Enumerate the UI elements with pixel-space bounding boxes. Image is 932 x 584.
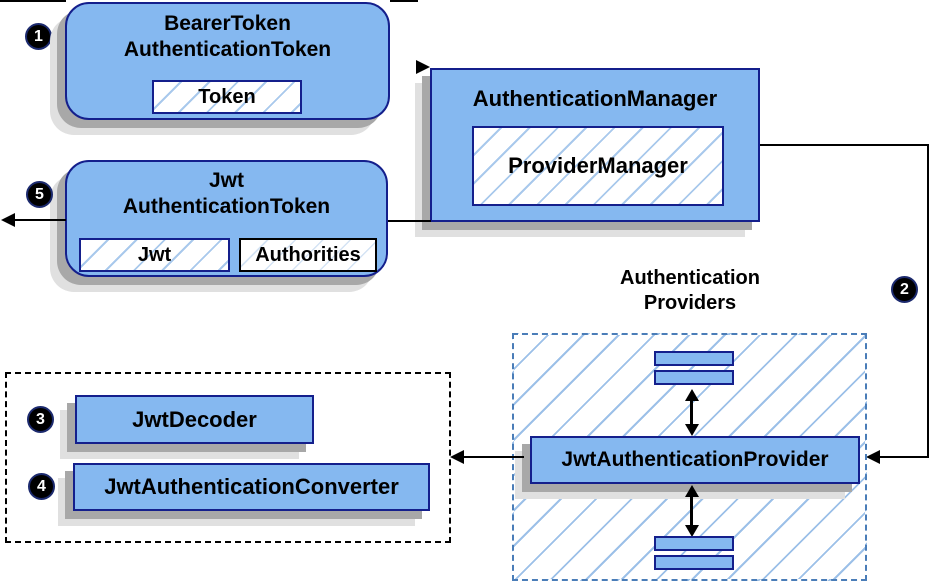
step-4-badge: 4	[28, 473, 55, 500]
jwt-authentication-converter-box: JwtAuthenticationConverter	[73, 463, 430, 511]
bearer-token-title: BearerToken AuthenticationToken	[67, 11, 388, 63]
provider-placeholder-bar	[654, 370, 734, 385]
outgoing-response-line	[14, 219, 66, 221]
provider-list-double-arrow-icon	[685, 389, 699, 436]
manager-to-provider-line-bottom	[879, 456, 929, 458]
jwt-chip: Jwt	[79, 238, 230, 272]
bearer-token-title-line1: BearerToken	[164, 12, 291, 35]
bearer-token-title-line2: AuthenticationToken	[123, 38, 332, 61]
authentication-providers-label-line1: Authentication	[620, 267, 760, 289]
provider-placeholder-bar	[654, 555, 734, 570]
provider-placeholder-bar	[654, 536, 734, 551]
incoming-request-line	[0, 0, 66, 2]
step-3-badge: 3	[27, 406, 54, 433]
step-2-badge: 2	[891, 276, 918, 303]
bearer-token-authentication-token-box: BearerToken AuthenticationToken Token	[65, 2, 390, 120]
provider-to-decoder-arrowhead-icon	[450, 450, 464, 464]
jwt-authentication-provider-box: JwtAuthenticationProvider	[530, 436, 860, 484]
jwt-decoder-box: JwtDecoder	[75, 395, 314, 444]
jwt-token-title-line2: AuthenticationToken	[122, 195, 331, 218]
authentication-manager-box: AuthenticationManager ProviderManager	[430, 68, 760, 222]
manager-to-provider-line-vertical	[927, 144, 929, 458]
bearer-to-manager-arrowhead-icon	[416, 60, 430, 74]
authentication-manager-title: AuthenticationManager	[472, 86, 718, 111]
manager-to-provider-arrowhead-icon	[866, 450, 880, 464]
token-chip: Token	[152, 80, 302, 114]
jwt-token-title: Jwt AuthenticationToken	[67, 168, 386, 220]
provider-placeholder-bar	[654, 351, 734, 366]
step-1-badge: 1	[25, 23, 52, 50]
provider-to-decoder-line	[463, 456, 524, 458]
authorities-chip: Authorities	[239, 238, 377, 272]
step-5-badge: 5	[26, 181, 53, 208]
authentication-providers-group-box: JwtAuthenticationProvider	[512, 333, 867, 581]
jwt-authentication-token-box: Jwt AuthenticationToken Jwt Authorities	[65, 160, 388, 277]
manager-to-jwt-token-line	[388, 220, 431, 222]
provider-manager-chip: ProviderManager	[472, 126, 724, 206]
bearer-to-manager-line	[390, 0, 418, 2]
jwt-tools-group-box: JwtDecoder JwtAuthenticationConverter	[5, 372, 451, 543]
jwt-token-title-line1: Jwt	[208, 169, 244, 192]
outgoing-response-arrowhead-icon	[1, 213, 15, 227]
provider-list-double-arrow-icon	[685, 485, 699, 537]
manager-to-provider-line-top	[760, 144, 929, 146]
authentication-providers-label-line2: Providers	[643, 292, 737, 314]
authentication-providers-label: Authentication Providers	[555, 266, 825, 316]
